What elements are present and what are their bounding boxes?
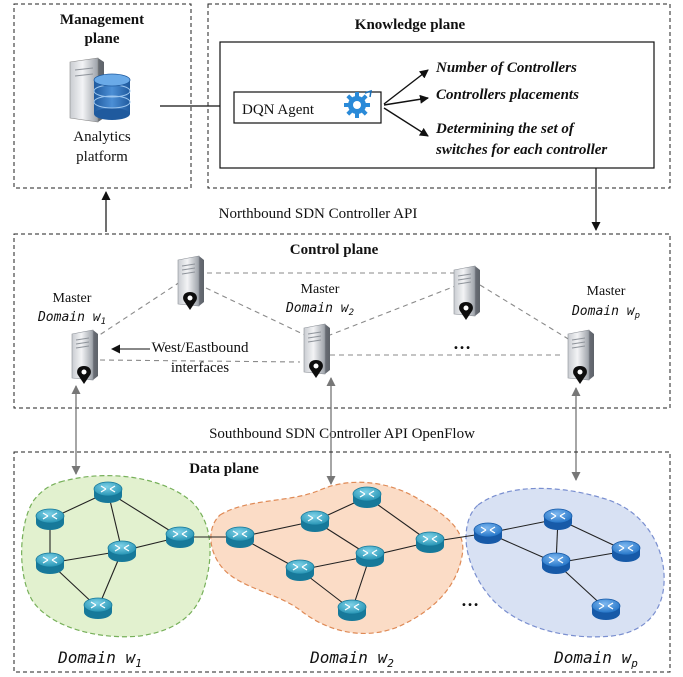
router-icon [473, 522, 503, 545]
northbound-api-label: Northbound SDN Controller API [219, 206, 418, 222]
management-plane-title-line2: plane [84, 31, 119, 47]
master-label-domain-2: Master [301, 282, 340, 297]
router-icon [543, 508, 573, 531]
knowledge-plane-border [207, 3, 671, 189]
router-icon [337, 599, 367, 622]
router-icon [93, 481, 123, 504]
domain-sub: p [634, 311, 640, 321]
control-ellipsis: … [453, 333, 471, 353]
knowledge-plane: Knowledge plane DQN Agent Number of C [207, 3, 671, 189]
management-plane-border [13, 3, 192, 189]
domain-word: Domain [553, 648, 612, 667]
controller-server-icon [303, 323, 331, 379]
domain-label-control-2: Domain w2 [285, 301, 354, 318]
management-plane: Management plane Analytics platform [13, 3, 192, 189]
domain-var: w [378, 648, 389, 667]
router-icon [591, 598, 621, 621]
domain-word: Domain [57, 648, 116, 667]
dqn-agent-label: DQN Agent [242, 102, 315, 118]
domain-2-region [210, 481, 464, 635]
domain-sub: 1 [101, 317, 106, 327]
output-switch-set-line2: switches for each controller [435, 142, 607, 158]
output-switch-set-line1: Determining the set of [435, 121, 576, 137]
router-icon [165, 526, 195, 549]
router-icon [107, 540, 137, 563]
domain-label-control-1: Domain w1 [37, 310, 106, 327]
router-icon [35, 508, 65, 531]
router-icon [415, 531, 445, 554]
router-icon [355, 545, 385, 568]
domain-var: w [341, 301, 350, 316]
controller-links [94, 272, 571, 363]
domain-label-data-p: Domain wp [553, 648, 638, 670]
router-icon [541, 552, 571, 575]
analytics-platform-label-line2: platform [76, 149, 128, 165]
data-plane: Data plane [13, 451, 671, 673]
domain-word: Domain [571, 304, 619, 319]
controller-server-icon [567, 329, 595, 385]
agent-to-num-controllers-arrow [383, 69, 429, 105]
domain-word: Domain [37, 310, 85, 325]
controller-link [99, 359, 301, 363]
domain-sub: 2 [349, 308, 354, 318]
database-server-icon [69, 57, 131, 123]
controller-link [205, 287, 306, 336]
domain-label-data-2: Domain w2 [309, 648, 394, 670]
data-plane-border [13, 451, 671, 673]
data-plane-title: Data plane [189, 461, 259, 477]
domain-sub: 1 [135, 657, 142, 670]
router-icon [300, 510, 330, 533]
router-icon [83, 597, 113, 620]
output-controllers-placements: Controllers placements [436, 87, 579, 103]
router-icon [352, 486, 382, 509]
domain-label-control-p: Domain wp [571, 304, 640, 321]
router-icon [225, 526, 255, 549]
knowledge-plane-title: Knowledge plane [355, 17, 466, 33]
controller-server-icon [453, 265, 481, 321]
controller-server-icon [177, 255, 205, 311]
domain-var: w [627, 304, 636, 319]
domain-var: w [93, 310, 102, 325]
domain-sub: 2 [387, 657, 394, 670]
output-number-of-controllers: Number of Controllers [435, 60, 577, 76]
controller-link [94, 281, 181, 339]
west-east-label-line1: West/Eastbound [151, 340, 249, 356]
domain-var: w [126, 648, 137, 667]
domain-word: Domain [285, 301, 333, 316]
domain-label-data-1: Domain w1 [57, 648, 142, 670]
master-label-domain-1: Master [53, 291, 92, 306]
management-plane-title-line1: Management [60, 12, 144, 28]
agent-to-switch-set-arrow [383, 107, 429, 137]
control-plane: Control plane Master Domain w1 Master Do… [13, 233, 671, 409]
domain-var: w [622, 648, 633, 667]
data-ellipsis: … [461, 590, 479, 610]
gear-icon [344, 89, 372, 118]
domain-sub: p [630, 657, 638, 670]
agent-to-placements-arrow [383, 94, 429, 106]
router-icon [285, 559, 315, 582]
router-icon [35, 552, 65, 575]
analytics-platform-label-line1: Analytics [73, 129, 131, 145]
southbound-api-label: Southbound SDN Controller API OpenFlow [209, 426, 475, 442]
master-label-domain-p: Master [587, 284, 626, 299]
control-plane-title: Control plane [290, 242, 379, 258]
west-east-label-line2: interfaces [171, 360, 229, 376]
controller-link [479, 284, 571, 341]
domain-word: Domain [309, 648, 368, 667]
controller-server-icon [71, 329, 99, 385]
router-icon [611, 540, 641, 563]
control-plane-border [13, 233, 671, 409]
controller-link [329, 284, 459, 336]
